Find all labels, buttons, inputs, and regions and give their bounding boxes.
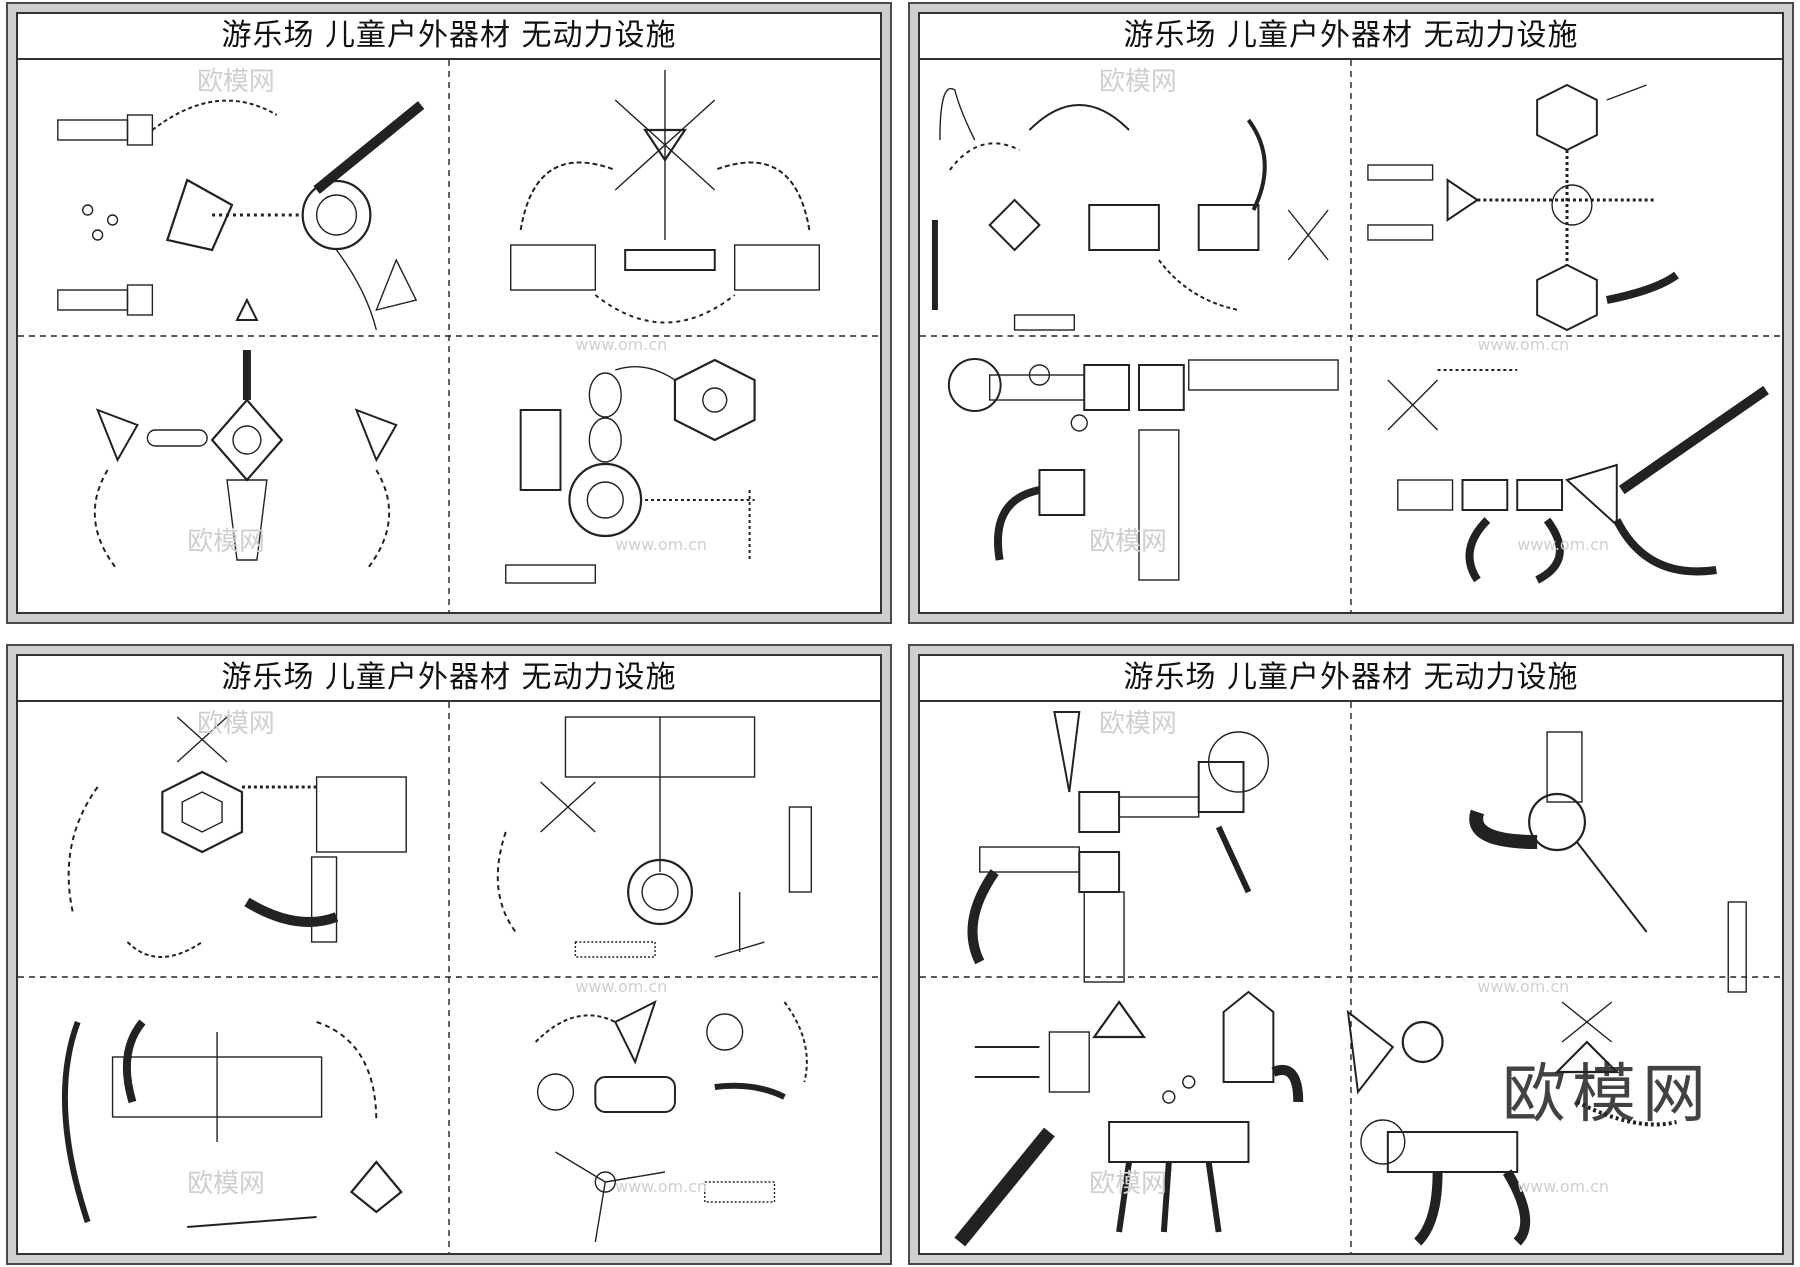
watermark-text: www.om.cn	[1477, 977, 1569, 996]
watermark-text: www.om.cn	[1477, 335, 1569, 354]
watermark-text: 欧模网	[1099, 709, 1177, 739]
watermark-text: www.om.cn	[575, 977, 667, 996]
watermark-text: www.om.cn	[575, 335, 667, 354]
sheet-title: 游乐场 儿童户外器材 无动力设施	[920, 14, 1782, 60]
sheet-drawing-area: 欧模网 www.om.cn 欧模网 www.om.cn 欧模网	[920, 702, 1782, 1253]
sheet-title: 游乐场 儿童户外器材 无动力设施	[18, 656, 880, 702]
watermark-text: 欧模网	[187, 1169, 265, 1199]
watermark-text: 欧模网	[1099, 67, 1177, 97]
watermark-text: www.om.cn	[615, 535, 707, 554]
sheet-title: 游乐场 儿童户外器材 无动力设施	[920, 656, 1782, 702]
sheet-frame: 游乐场 儿童户外器材 无动力设施	[16, 12, 882, 614]
sheet-frame: 游乐场 儿童户外器材 无动力设施	[16, 654, 882, 1255]
watermark-text: 欧模网	[1089, 527, 1167, 557]
sheet-drawing-area: 欧模网 www.om.cn 欧模网 www.om.cn	[920, 60, 1782, 612]
sheet-drawing-area: 欧模网 www.om.cn 欧模网 www.om.cn	[18, 702, 880, 1253]
watermark-text: 欧模网	[197, 67, 275, 97]
watermark-text: 欧模网	[197, 709, 275, 739]
watermark-text: www.om.cn	[615, 1177, 707, 1196]
sheet-drawing-area: 欧模网 www.om.cn 欧模网 www.om.cn	[18, 60, 880, 612]
drawing-sheet-3: 游乐场 儿童户外器材 无动力设施	[6, 644, 892, 1265]
sheet-frame: 游乐场 儿童户外器材 无动力设施	[918, 654, 1784, 1255]
cad-plan-drawing: 欧模网 www.om.cn 欧模网 www.om.cn	[18, 702, 880, 1253]
watermark-text: 欧模网	[187, 527, 265, 557]
cad-plan-drawing: 欧模网 www.om.cn 欧模网 www.om.cn	[18, 60, 880, 612]
watermark-text: www.om.cn	[1517, 1177, 1609, 1196]
cad-plan-drawing: 欧模网 www.om.cn 欧模网 www.om.cn	[920, 60, 1782, 612]
sheet-title: 游乐场 儿童户外器材 无动力设施	[18, 14, 880, 60]
drawing-sheet-2: 游乐场 儿童户外器材 无动力设施	[908, 2, 1794, 624]
cad-plan-drawing: 欧模网 www.om.cn 欧模网 www.om.cn	[920, 702, 1782, 1253]
watermark-text: www.om.cn	[1517, 535, 1609, 554]
brand-watermark: 欧模网	[1502, 1058, 1712, 1132]
watermark-text: 欧模网	[1089, 1169, 1167, 1199]
sheet-frame: 游乐场 儿童户外器材 无动力设施	[918, 12, 1784, 614]
drawing-sheet-4: 游乐场 儿童户外器材 无动力设施	[908, 644, 1794, 1265]
drawing-sheet-1: 游乐场 儿童户外器材 无动力设施	[6, 2, 892, 624]
